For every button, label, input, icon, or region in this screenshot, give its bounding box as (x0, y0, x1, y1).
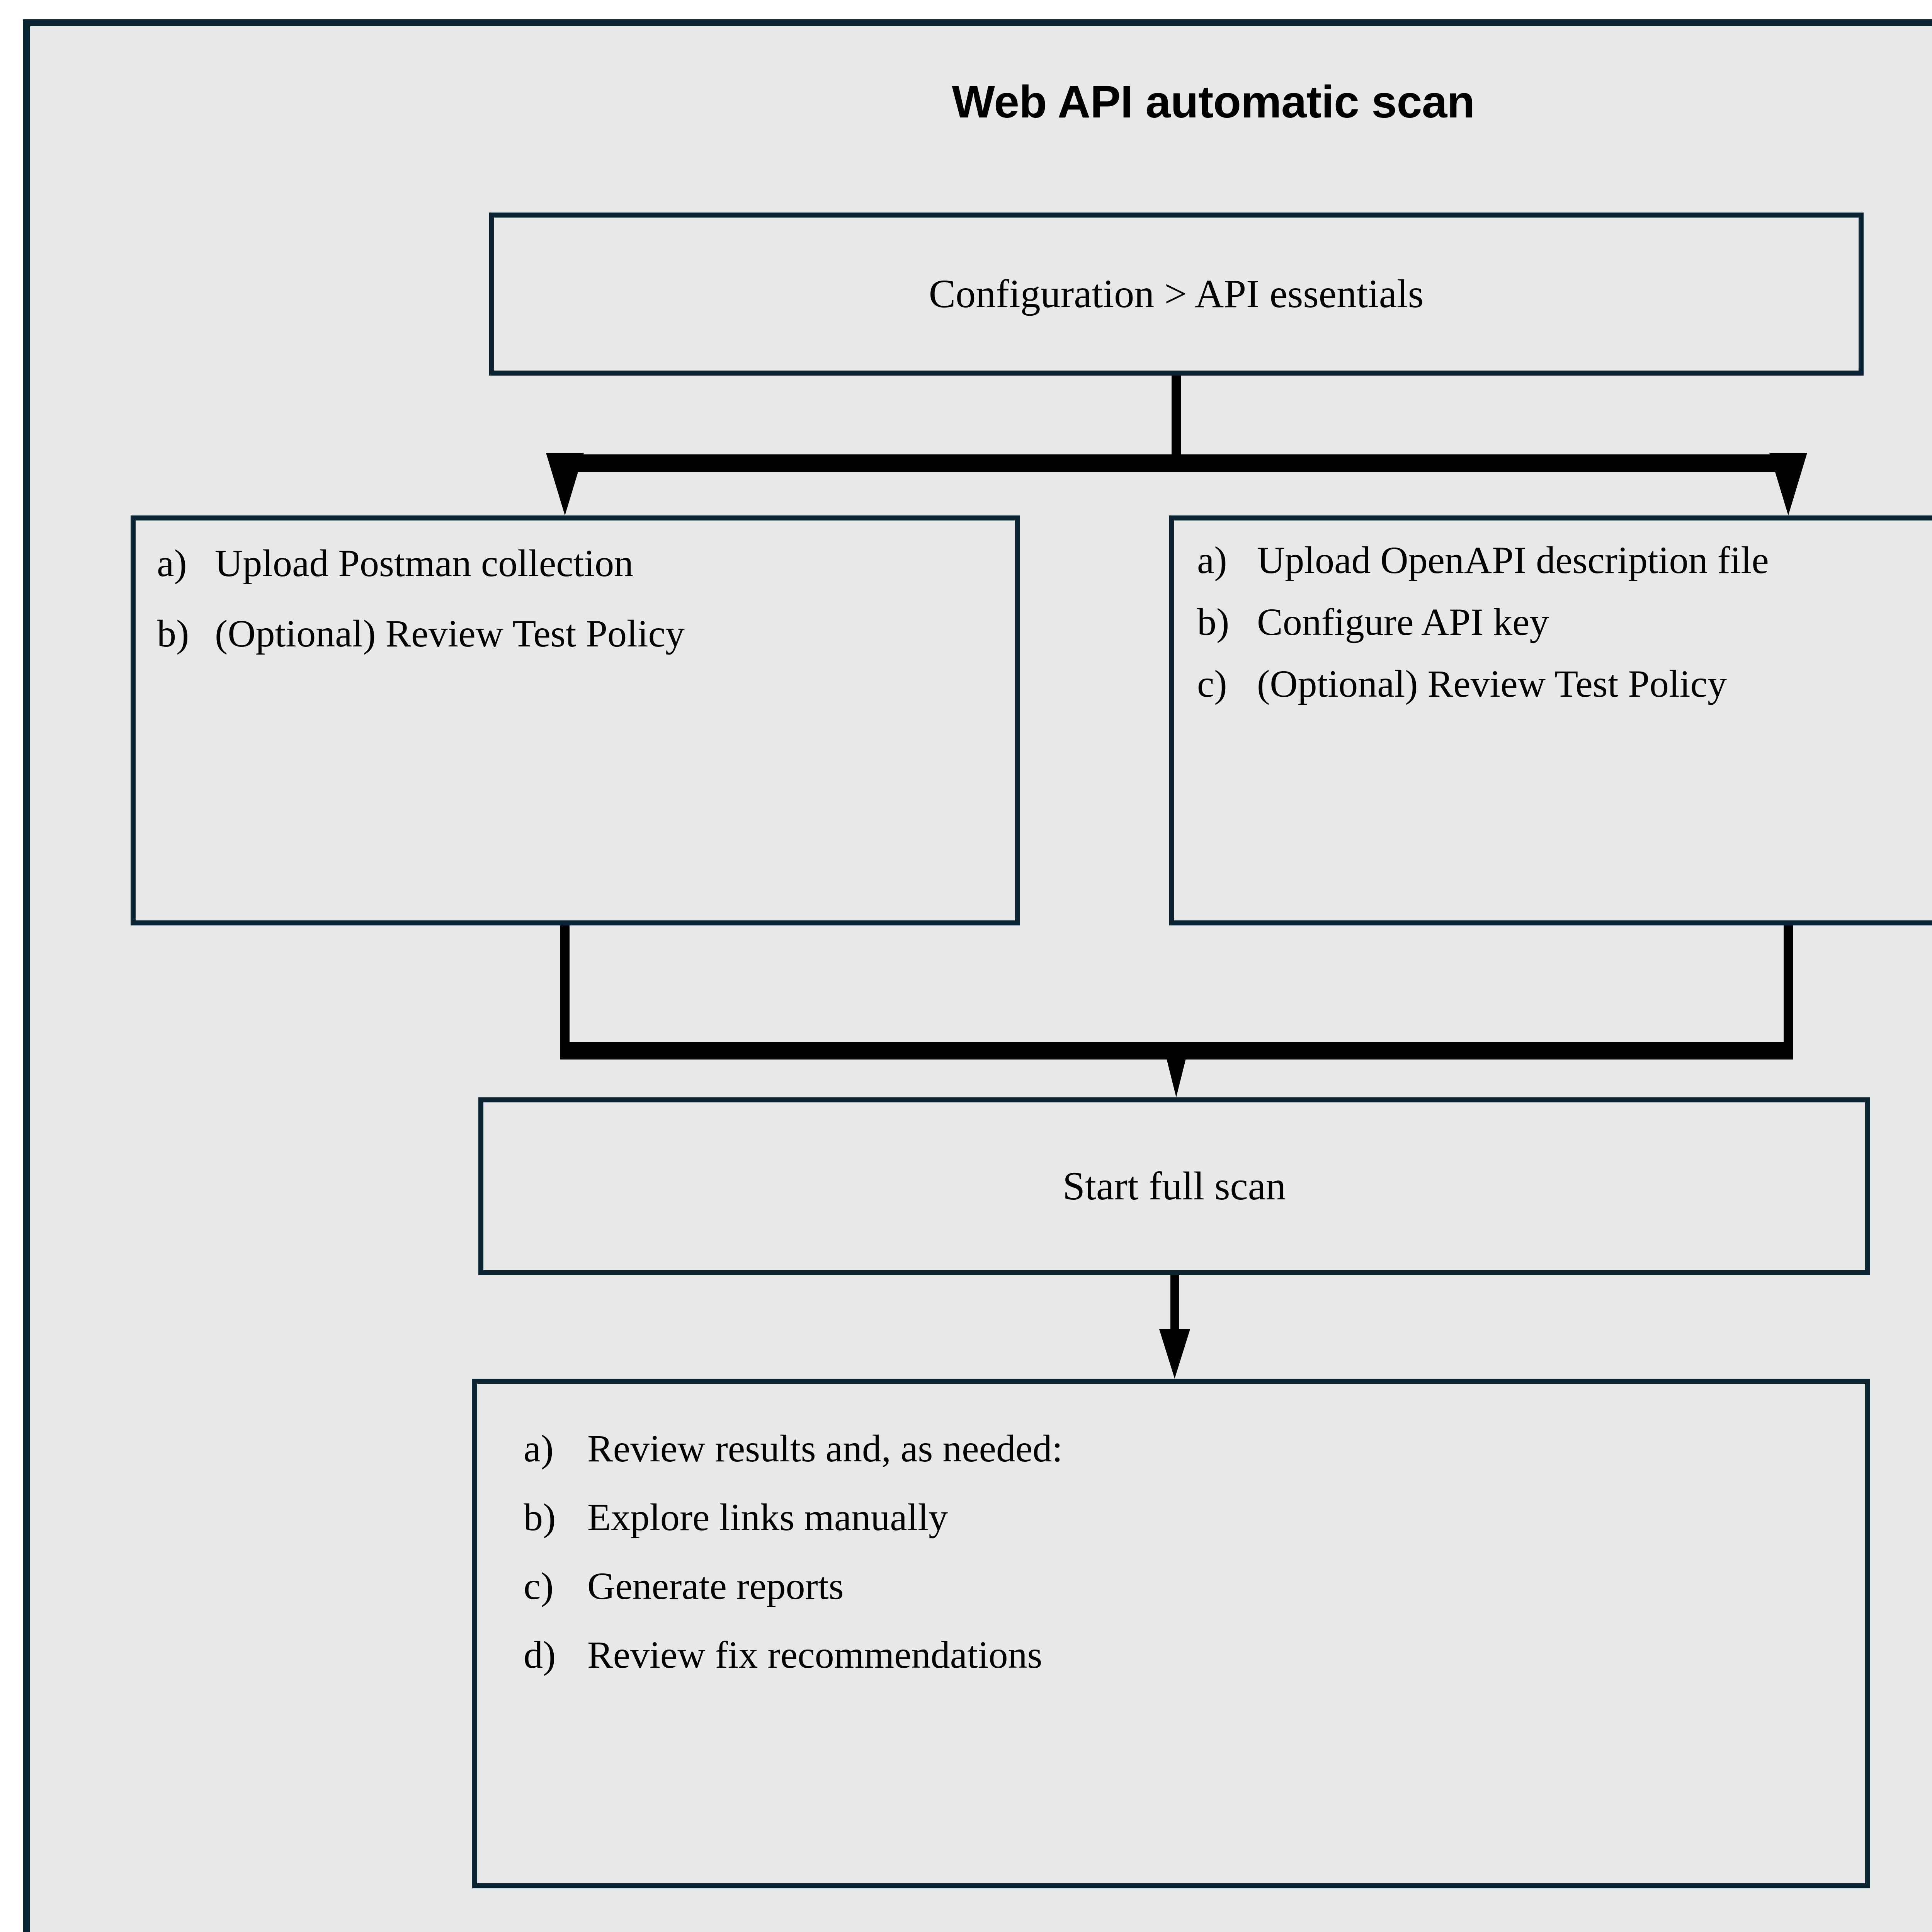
step-text: (Optional) Review Test Policy (1257, 662, 1727, 705)
step-marker: c) (1197, 662, 1227, 705)
list-item: b) Explore links manually (524, 1493, 1850, 1542)
step-text: Generate reports (587, 1565, 844, 1607)
step-text: Upload Postman collection (215, 542, 634, 585)
step-marker: a) (157, 542, 187, 585)
step-marker: b) (157, 612, 189, 655)
openapi-step-list: a) Upload OpenAPI description file b) Co… (1174, 520, 1932, 708)
node-postman-branch[interactable]: a) Upload Postman collection b) (Optiona… (131, 515, 1020, 925)
step-marker: c) (524, 1565, 554, 1607)
node-openapi-branch[interactable]: a) Upload OpenAPI description file b) Co… (1169, 515, 1932, 925)
step-text: Explore links manually (587, 1496, 948, 1539)
node-configuration-label: Configuration > API essentials (929, 272, 1424, 316)
step-text: (Optional) Review Test Policy (215, 612, 685, 655)
list-item: c) Generate reports (524, 1562, 1850, 1611)
node-configuration-api-essentials[interactable]: Configuration > API essentials (489, 213, 1864, 376)
step-marker: b) (1197, 600, 1230, 643)
list-item: a) Upload Postman collection (157, 539, 1000, 588)
step-marker: a) (524, 1427, 554, 1470)
postman-step-list: a) Upload Postman collection b) (Optiona… (136, 520, 1015, 658)
list-item: c) (Optional) Review Test Policy (1197, 660, 1932, 708)
step-text: Review fix recommendations (587, 1633, 1043, 1676)
step-marker: d) (524, 1633, 556, 1676)
step-marker: b) (524, 1496, 556, 1539)
node-start-full-scan[interactable]: Start full scan (478, 1097, 1870, 1275)
list-item: a) Upload OpenAPI description file (1197, 536, 1932, 585)
list-item: b) Configure API key (1197, 598, 1932, 646)
list-item: b) (Optional) Review Test Policy (157, 609, 1000, 658)
page-title: Web API automatic scan (952, 77, 1475, 128)
step-text: Configure API key (1257, 600, 1549, 643)
node-start-full-scan-label: Start full scan (1063, 1164, 1286, 1209)
step-text: Upload OpenAPI description file (1257, 539, 1769, 582)
list-item: a) Review results and, as needed: (524, 1424, 1850, 1473)
step-text: Review results and, as needed: (587, 1427, 1063, 1470)
node-review-results[interactable]: a) Review results and, as needed: b) Exp… (472, 1379, 1870, 1888)
list-item: d) Review fix recommendations (524, 1631, 1850, 1679)
step-marker: a) (1197, 539, 1227, 582)
results-step-list: a) Review results and, as needed: b) Exp… (477, 1384, 1865, 1679)
